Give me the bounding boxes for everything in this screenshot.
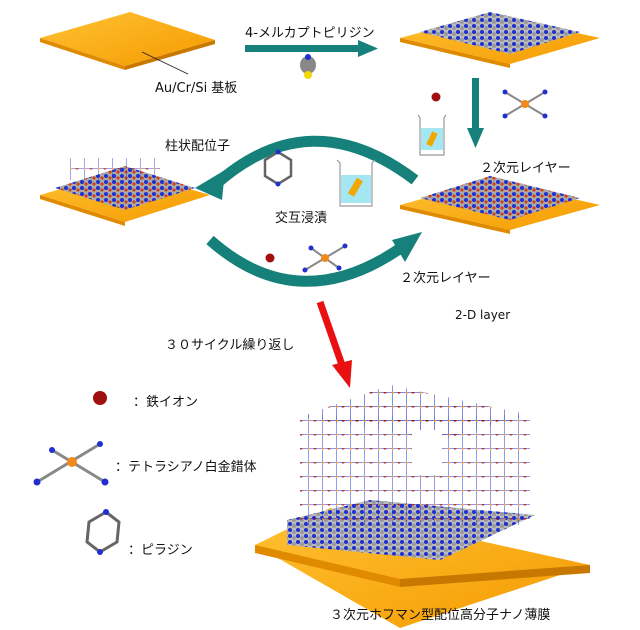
layer2d-label-bottom: ２次元レイヤー — [400, 271, 491, 286]
layer2d-label-top: ２次元レイヤー — [480, 161, 571, 176]
caption: ３次元ホフマン型配位高分子ナノ薄膜 — [330, 608, 551, 623]
iron-ion-icon — [431, 92, 441, 102]
legend-pyrazine-label: ：ピラジン — [128, 543, 193, 558]
cycle-arrow-bottom — [206, 232, 422, 287]
cycle-arrow-top — [195, 135, 419, 200]
substrate-label: Au/Cr/Si 基板 — [155, 81, 238, 96]
arrow-down — [467, 78, 484, 148]
alternate-immersion-label: 交互浸漬 — [275, 211, 328, 226]
layer-substrate-right — [400, 176, 600, 234]
mercaptopyridine-molecule-icon — [300, 54, 316, 79]
legend-platinate-label: ：テトラシアノ白金錯体 — [115, 460, 257, 475]
tetracyanoplatinate-icon — [302, 243, 348, 273]
pillared-substrate-left — [40, 158, 210, 226]
pillar-ligand-label: 柱状配位子 — [165, 139, 231, 154]
repeat-cycles-label: ３０サイクル繰り返し — [165, 338, 295, 353]
pyrazine-icon — [85, 509, 121, 555]
legend-iron-label: ：鉄イオン — [133, 395, 199, 410]
red-arrow — [316, 300, 352, 388]
layer2d-en-label: 2-D layer — [455, 308, 511, 322]
beaker-icon — [336, 159, 376, 207]
arrow-right — [245, 40, 378, 57]
tetracyanoplatinate-icon — [502, 89, 548, 119]
hofmann-framework-film — [255, 385, 590, 628]
tetracyanoplatinate-icon — [33, 441, 109, 486]
sam-substrate — [400, 12, 600, 68]
iron-ion-icon — [265, 253, 275, 263]
iron-ion-icon — [93, 391, 107, 405]
mercaptopyridine-label: 4-メルカプトピリジン — [245, 26, 375, 41]
beaker-icon — [417, 114, 447, 156]
bare-substrate — [40, 12, 215, 75]
pyrazine-icon — [263, 149, 293, 187]
